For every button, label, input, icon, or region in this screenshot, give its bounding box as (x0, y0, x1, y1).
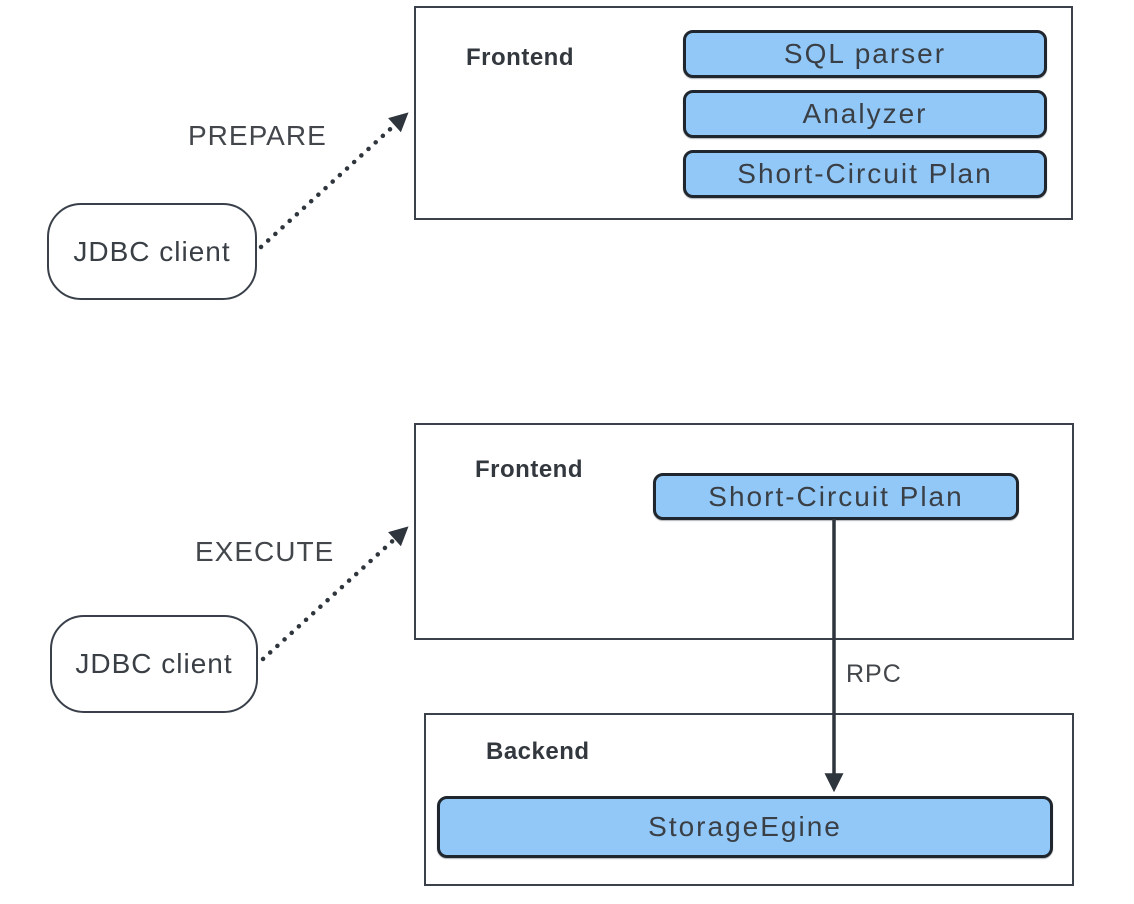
analyzer-node: Analyzer (683, 90, 1047, 138)
frontend-container-execute (414, 423, 1074, 640)
short-circuit-plan-label-execute: Short-Circuit Plan (708, 480, 964, 512)
rpc-arrow-label: RPC (846, 660, 902, 688)
analyzer-label: Analyzer (802, 98, 928, 129)
short-circuit-plan-node-execute: Short-Circuit Plan (653, 473, 1019, 520)
sql-parser-node: SQL parser (683, 30, 1047, 78)
execute-arrow-label: EXECUTE (195, 536, 335, 567)
prepare-arrow-label: PREPARE (188, 120, 327, 151)
backend-label: Backend (486, 738, 590, 765)
short-circuit-plan-label-prepare: Short-Circuit Plan (737, 158, 993, 189)
jdbc-client-label-execute: JDBC client (75, 648, 233, 679)
frontend-label-execute: Frontend (475, 456, 583, 483)
frontend-label-prepare: Frontend (466, 44, 574, 71)
jdbc-client-node-prepare: JDBC client (47, 203, 257, 300)
short-circuit-plan-node-prepare: Short-Circuit Plan (683, 150, 1047, 198)
storage-engine-label: StorageEgine (648, 811, 842, 842)
jdbc-client-label-prepare: JDBC client (73, 235, 231, 267)
storage-engine-node: StorageEgine (437, 796, 1053, 858)
jdbc-client-node-execute: JDBC client (50, 615, 258, 713)
sql-parser-label: SQL parser (783, 38, 947, 69)
